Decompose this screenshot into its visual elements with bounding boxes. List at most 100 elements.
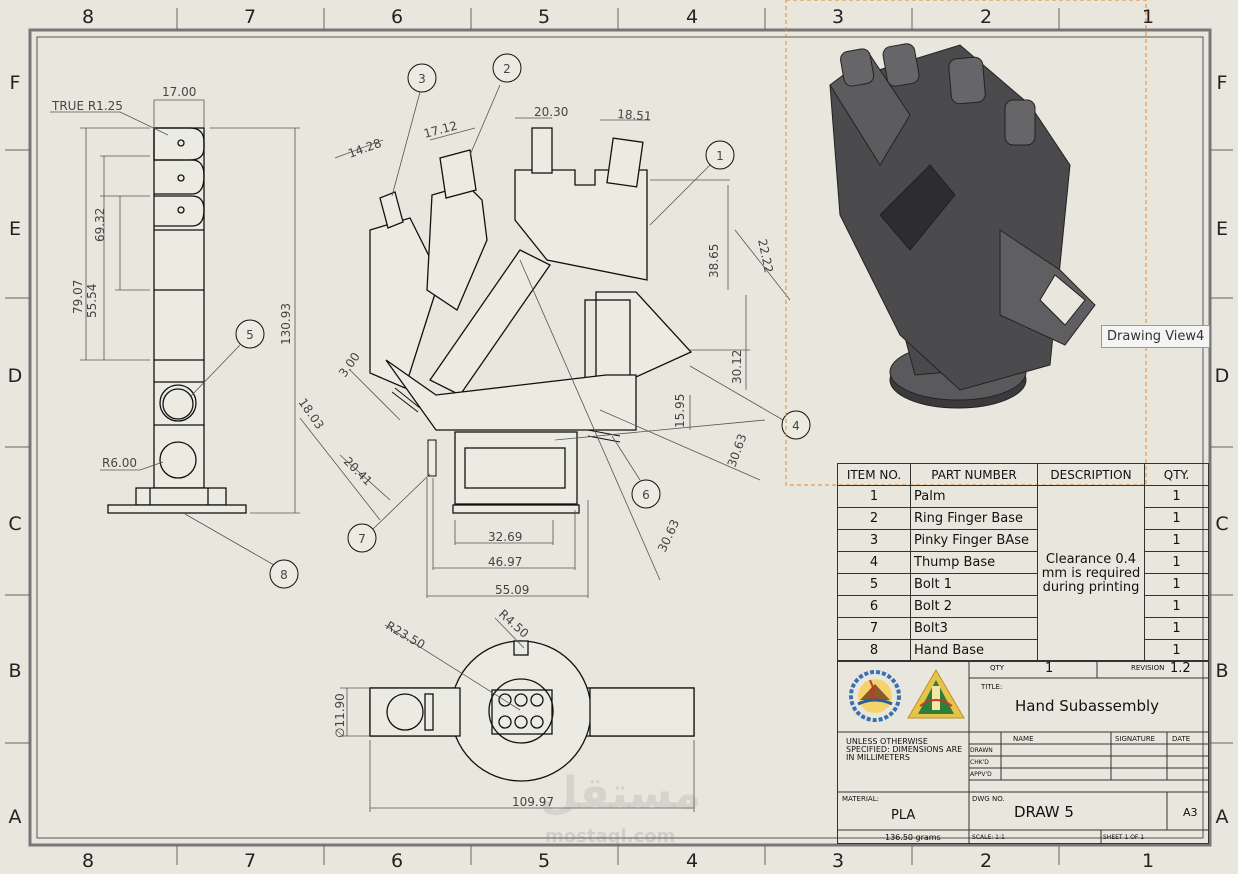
bom-qty: 1 (1144, 595, 1209, 618)
bom-part-number: Bolt3 (910, 617, 1038, 640)
bom-item-no: 1 (837, 485, 911, 508)
table-row[interactable]: 1 Palm Clearance 0.4 mm is required duri… (837, 485, 1209, 662)
dim-46-97: 46.97 (488, 555, 522, 569)
isometric-view[interactable] (829, 43, 1096, 409)
dim-18-51: 18.51 (617, 107, 652, 123)
faculty-logo (904, 666, 968, 722)
dim-15-95: 15.95 (673, 394, 687, 428)
bom-item-no: 5 (837, 573, 911, 596)
zone-side-label: C (1215, 513, 1228, 535)
zone-side-label: D (1215, 365, 1230, 387)
zone-side-label: B (8, 660, 21, 682)
dim-32-69: 32.69 (488, 530, 522, 544)
balloon[interactable] (492, 53, 522, 83)
balloon[interactable] (407, 63, 437, 93)
dim-69-32: 69.32 (93, 208, 107, 242)
zone-side-label: E (9, 218, 21, 240)
top-view[interactable] (369, 640, 695, 782)
zone-bottom-label: 1 (1142, 850, 1154, 870)
balloon-label: 7 (358, 532, 366, 546)
bom-description: Clearance 0.4 mm is required during prin… (1037, 485, 1145, 662)
table-row[interactable]: 5 Bolt 1 1 (837, 573, 1209, 596)
zone-bottom-label: 5 (538, 850, 550, 870)
bom-header-item: ITEM NO. (837, 463, 911, 486)
bom-qty: 1 (1144, 485, 1209, 508)
balloon-label: 2 (503, 62, 511, 76)
zone-bottom-label: 6 (391, 850, 403, 870)
table-row[interactable]: 3 Pinky Finger BAse 1 (837, 529, 1209, 552)
table-row[interactable]: 4 Thump Base 1 (837, 551, 1209, 574)
dim-20-30: 20.30 (534, 105, 568, 119)
drawn-label: DRAWN (970, 747, 993, 754)
dim-55-54: 55.54 (85, 284, 99, 318)
gear-logo-icon (849, 670, 901, 722)
bom-part-number: Ring Finger Base (910, 507, 1038, 530)
front-view[interactable] (369, 127, 693, 514)
sheet-size: A3 (1183, 806, 1198, 819)
bom-qty: 1 (1144, 529, 1209, 552)
revision-label: REVISION (1131, 664, 1165, 672)
bom-qty: 1 (1144, 639, 1209, 662)
table-row[interactable]: 7 Bolt3 1 (837, 617, 1209, 640)
bom-item-no: 8 (837, 639, 911, 662)
university-logo (846, 666, 904, 722)
balloon[interactable] (631, 479, 661, 509)
bom-qty: 1 (1144, 507, 1209, 530)
table-row[interactable]: 8 Hand Base 1 (837, 639, 1209, 662)
bom-part-number: Palm (910, 485, 1038, 508)
watermark-arabic: مستقل (540, 768, 701, 819)
sheet-number: SHEET 1 OF 1 (1103, 834, 1145, 841)
bom-header-qty: QTY. (1144, 463, 1209, 486)
table-row[interactable]: 6 Bolt 2 1 (837, 595, 1209, 618)
zone-labels: 8 7 6 5 4 3 2 1 8 7 6 5 4 3 2 1 F E D C … (8, 6, 1230, 872)
dim-79-07: 79.07 (71, 280, 85, 314)
watermark-latin: mostaql.com (545, 826, 676, 847)
view-tooltip: Drawing View4 (1101, 325, 1211, 348)
dim-r6: R6.00 (102, 456, 137, 470)
side-view[interactable] (107, 127, 247, 514)
qty-value: 1 (1045, 661, 1054, 676)
bom-part-number: Hand Base (910, 639, 1038, 662)
scale-label: SCALE: 1:1 (972, 834, 1005, 841)
zone-side-label: C (8, 513, 21, 535)
dim-d11-9: ∅11.90 (333, 693, 347, 738)
material-value: PLA (891, 808, 916, 823)
checked-label: CHK'D (970, 759, 989, 766)
top-view-dim-lines (340, 617, 695, 812)
table-row[interactable]: 2 Ring Finger Base 1 (837, 507, 1209, 530)
name-label: NAME (1013, 735, 1034, 743)
balloon[interactable] (269, 559, 299, 589)
dim-38-65: 38.65 (707, 244, 721, 278)
balloon-label: 5 (246, 328, 254, 342)
front-view-dim-lines (299, 84, 791, 598)
bom-item-no: 2 (837, 507, 911, 530)
date-label: DATE (1172, 735, 1191, 743)
zone-top-label: 7 (244, 6, 256, 28)
bom-item-no: 4 (837, 551, 911, 574)
zone-side-label: D (8, 365, 23, 387)
bom-header-part: PART NUMBER (910, 463, 1038, 486)
balloon-label: 3 (418, 72, 426, 86)
balloon[interactable] (705, 140, 735, 170)
zone-bottom-label: 8 (82, 850, 94, 870)
balloon-label: 6 (642, 488, 650, 502)
zone-top-label: 8 (82, 6, 94, 28)
balloon[interactable] (347, 523, 377, 553)
revision-value: 1.2 (1170, 661, 1191, 676)
title-block-frame (837, 660, 1209, 844)
unless-specified-note: UNLESS OTHERWISE SPECIFIED: DIMENSIONS A… (846, 737, 963, 762)
zone-top-label: 5 (538, 6, 550, 28)
bom-part-number: Bolt 2 (910, 595, 1038, 618)
balloon[interactable] (781, 410, 811, 440)
zone-side-label: E (1216, 218, 1228, 240)
dim-109-97: 109.97 (512, 795, 554, 809)
zone-top-label: 1 (1142, 6, 1154, 28)
bom-qty: 1 (1144, 573, 1209, 596)
balloon[interactable] (235, 319, 265, 349)
balloons: 1 2 3 4 5 6 7 8 (235, 53, 811, 589)
zone-bottom-label: 7 (244, 850, 256, 870)
zone-side-label: F (10, 72, 21, 94)
zone-side-label: F (1217, 72, 1228, 94)
